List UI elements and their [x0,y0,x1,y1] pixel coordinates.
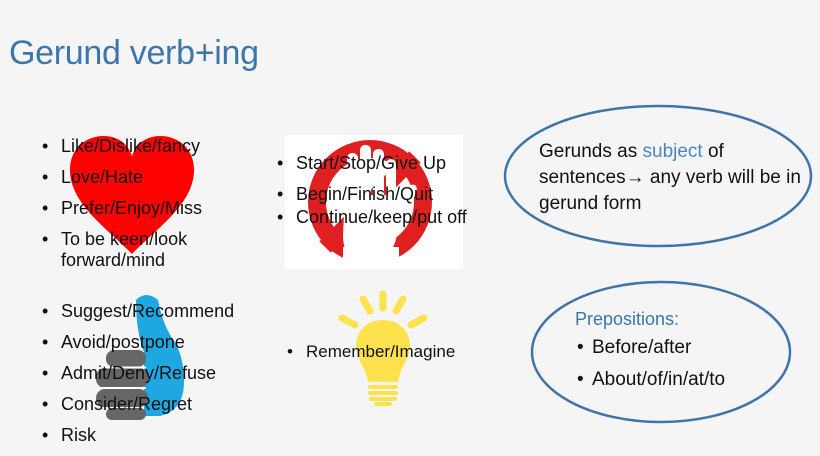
stop-list: Start/Stop/Give Up Begin/Finish/Quit Con… [275,153,480,236]
subject-text-after: of sentences [539,141,724,188]
subject-oval-text: Gerunds as subject of sentences→ any ver… [539,139,804,217]
arrow-icon: → [625,167,645,188]
list-item: Suggest/Recommend [40,301,270,322]
prepositions-heading: Prepositions: [575,309,680,329]
list-item: About/of/in/at/to [575,367,785,393]
think-list: Remember/Imagine [285,341,505,372]
page-title: Gerund verb+ing [9,34,259,72]
list-item: Prefer/Enjoy/Miss [40,198,240,219]
list-item: Risk [40,425,270,446]
prepositions-list: Before/after About/of/in/at/to [575,335,785,393]
subject-highlight: subject [642,141,703,162]
suggest-list: Suggest/Recommend Avoid/postpone Admit/D… [40,301,270,456]
list-item: Avoid/postpone [40,332,270,353]
list-item: To be keen/look forward/mind [40,229,221,271]
list-item: Before/after [575,335,785,361]
list-item: Like/Dislike/fancy [40,136,240,157]
list-item: Consider/Regret [40,394,270,415]
subject-oval [503,104,813,248]
heart-icon [70,136,194,254]
list-item: Admit/Deny/Refuse [40,363,270,384]
list-item: Remember/Imagine [285,341,505,362]
prepositions-oval-text: Prepositions: Before/after About/of/in/a… [575,306,785,403]
list-item: Continue/keep/put off [275,208,476,226]
prepositions-oval [530,280,792,424]
likes-list: Like/Dislike/fancy Love/Hate Prefer/Enjo… [40,136,240,281]
subject-text-before: Gerunds as [539,141,643,162]
list-item: Love/Hate [40,167,240,188]
list-item: Begin/Finish/Quit [275,184,480,205]
subject-text-end: any verb will be in gerund form [539,167,801,214]
list-item: Start/Stop/Give Up [275,153,480,174]
